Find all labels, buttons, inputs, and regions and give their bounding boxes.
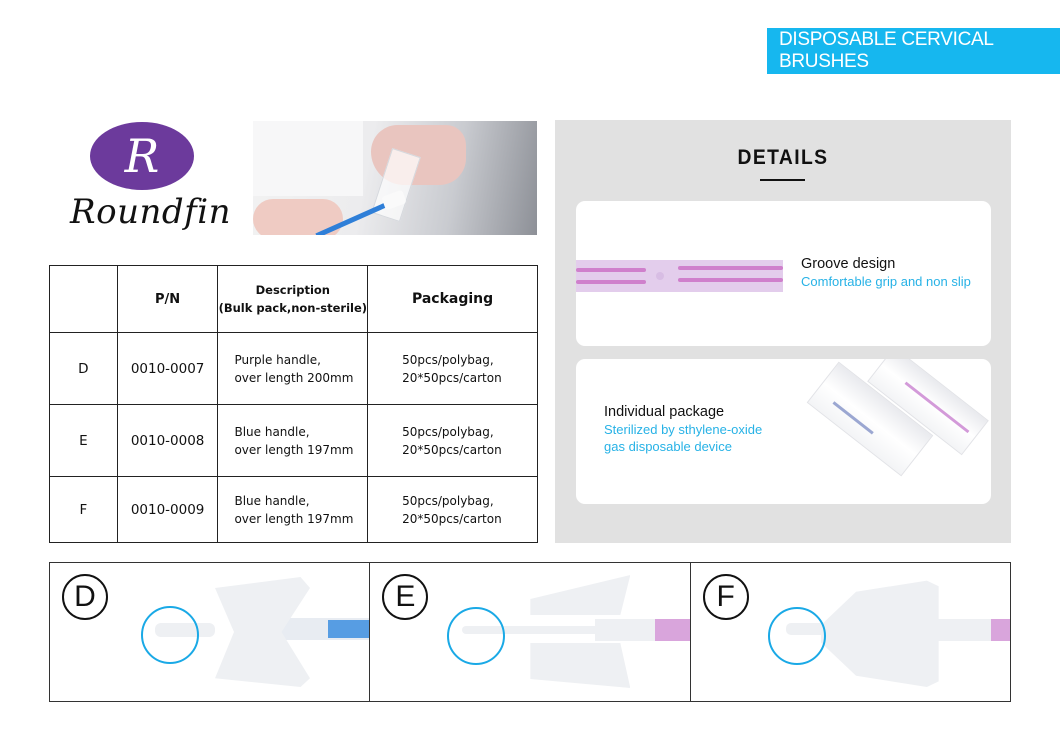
cell-letter: E [49,404,118,477]
variant-e-image: E [370,563,691,701]
brush-bristles-top [530,575,631,615]
variant-badge: F [702,574,749,620]
variant-d-image: D [50,563,371,701]
groove-text: Groove design Comfortable grip and non s… [801,256,971,290]
cell-packaging: 50pcs/polybag, 20*50pcs/carton [367,332,538,405]
banner-title: DISPOSABLE CERVICAL BRUSHES [779,29,993,72]
logo-oval: R [90,122,194,190]
cell-pn: 0010-0008 [116,404,219,477]
header-packaging: Packaging [367,265,538,333]
cell-description: Purple handle, over length 200mm [217,332,369,405]
brush-head [820,580,939,687]
title-banner: DISPOSABLE CERVICAL BRUSHES [767,28,1060,74]
variant-f-image: F [690,563,1010,701]
groove-design-card: Groove design Comfortable grip and non s… [576,201,991,346]
tip-highlight-circle [447,607,506,665]
brush-handle [990,619,1010,641]
header-pn: P/N [116,265,219,333]
individual-package-card: Individual package Sterilized by sthylen… [576,359,991,504]
cell-letter: F [49,476,118,543]
package-text: Individual package Sterilized by sthylen… [604,404,762,455]
card-subtext: gas disposable device [604,439,732,454]
brush-bristles-bottom [530,643,631,688]
tip-highlight-circle [767,607,826,665]
table-header-row: P/N Description (Bulk pack,non-sterile) … [49,265,538,333]
brush-handle [328,620,370,638]
groove-handle-image [576,260,783,292]
table-row: F 0010-0009 Blue handle, over length 197… [49,476,538,543]
cell-description: Blue handle, over length 197mm [217,404,369,477]
details-title: DETAILS [737,146,829,169]
brush-spike [462,626,603,634]
hero-photo [253,121,537,235]
card-subtext: Sterilized by sthylene-oxide [604,422,763,437]
header-letter [49,265,118,333]
spec-table: P/N Description (Bulk pack,non-sterile) … [49,265,538,543]
brush-handle [655,619,690,641]
cell-pn: 0010-0009 [116,476,219,543]
cell-packaging: 50pcs/polybag, 20*50pcs/carton [367,404,538,477]
header-description: Description (Bulk pack,non-sterile) [217,265,369,333]
card-heading: Individual package [604,404,725,420]
cell-pn: 0010-0007 [116,332,219,405]
variant-badge: E [382,574,429,620]
table-row: E 0010-0008 Blue handle, over length 197… [49,404,538,477]
cell-letter: D [49,332,118,405]
cell-description: Blue handle, over length 197mm [217,476,369,543]
photo-coat [253,121,363,196]
logo-brand-name: Roundfin [70,192,231,232]
card-heading: Groove design [801,256,896,272]
title-underline [760,179,805,181]
details-panel: DETAILS Groove design Comfortable grip a… [555,120,1011,543]
roundfin-logo: R Roundfin [68,120,230,236]
card-subtext: Comfortable grip and non slip [801,274,971,289]
variant-badge: D [62,574,108,620]
brush-variants-strip: D E F [49,562,1011,702]
tip-highlight-circle [141,606,199,664]
table-row: D 0010-0007 Purple handle, over length 2… [49,332,538,405]
logo-letter: R [124,129,160,183]
cell-packaging: 50pcs/polybag, 20*50pcs/carton [367,476,538,543]
